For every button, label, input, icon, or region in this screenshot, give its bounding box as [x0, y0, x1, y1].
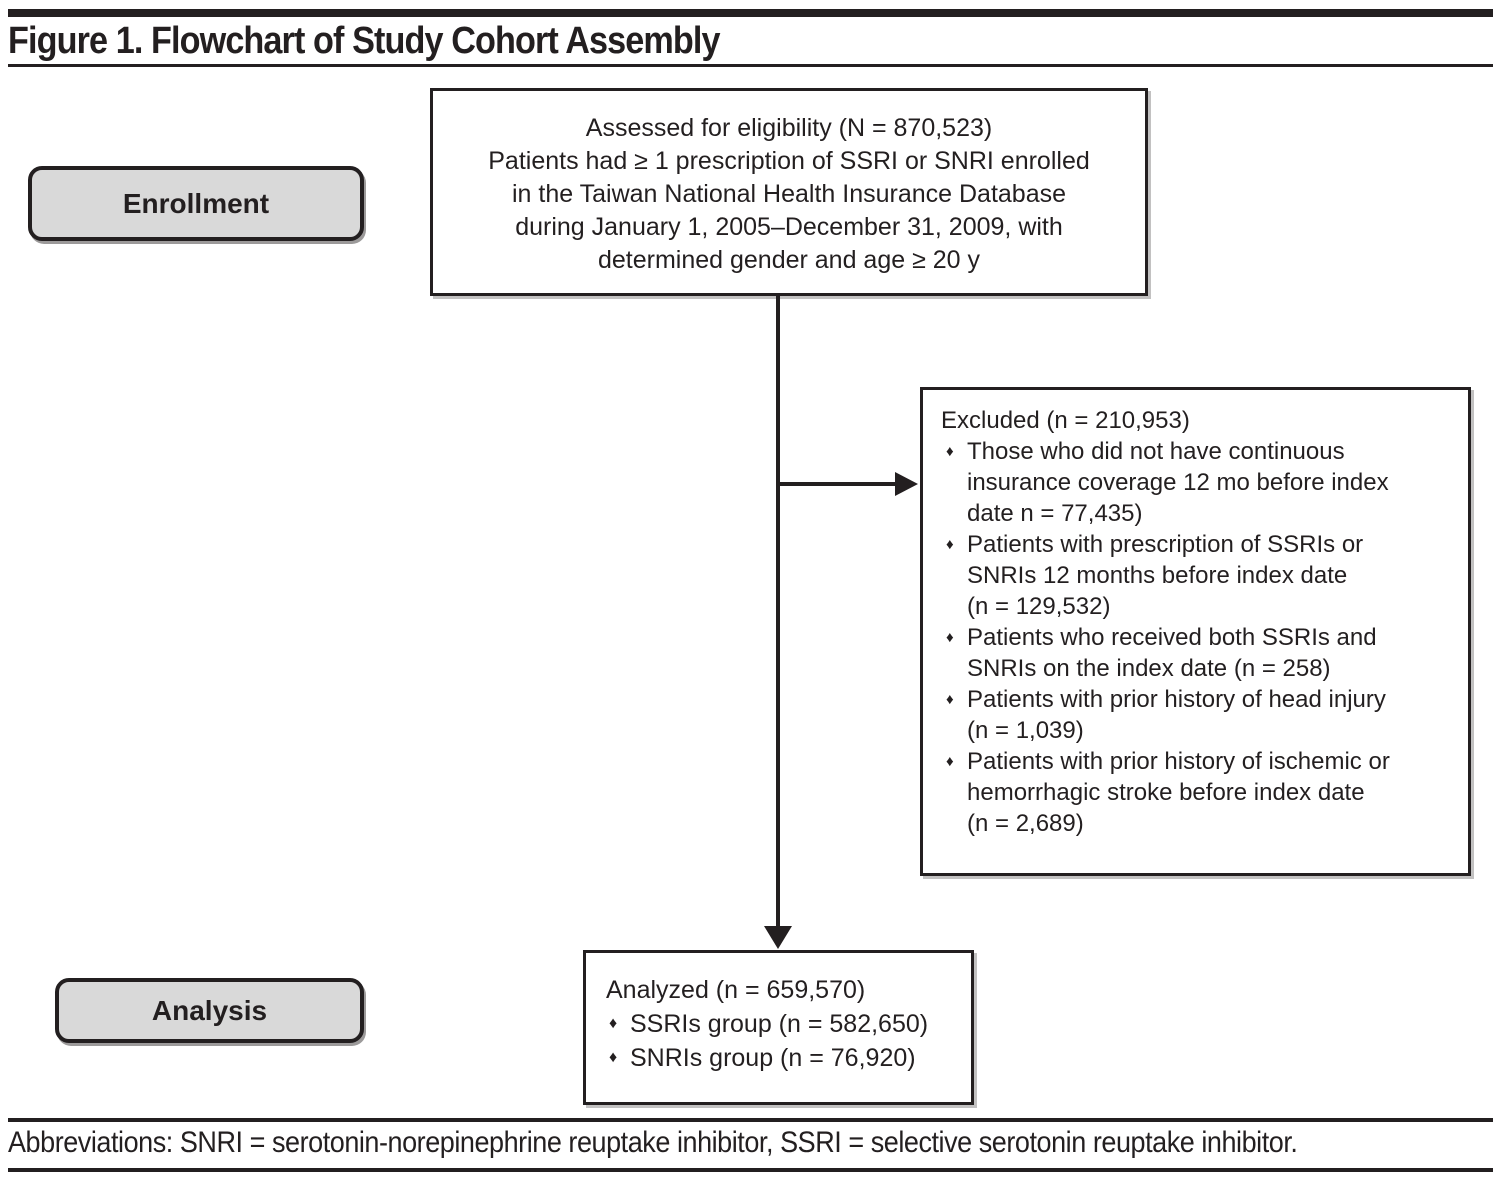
connector-vertical-line — [776, 295, 780, 930]
title-underline — [8, 64, 1493, 67]
excluded-item: ♦ Patients with prior history of head in… — [941, 684, 1422, 746]
excluded-heading: Excluded (n = 210,953) — [941, 407, 1190, 434]
diamond-bullet-icon: ♦ — [609, 1049, 618, 1066]
eligibility-line-2: Patients had ≥ 1 prescription of SSRI or… — [488, 147, 1090, 175]
diamond-bullet-icon: ♦ — [609, 1015, 618, 1032]
connector-horizontal-line — [778, 482, 898, 486]
stage-label-analysis: Analysis — [55, 978, 364, 1043]
excluded-box: Excluded (n = 210,953) ♦ Those who did n… — [920, 387, 1471, 876]
diamond-bullet-icon: ♦ — [946, 443, 954, 460]
analyzed-item-text: SSRIs group (n = 582,650) — [630, 1010, 929, 1038]
excluded-item: ♦ Patients with prior history of ischemi… — [941, 746, 1422, 839]
figure-top-bar — [8, 9, 1493, 17]
eligibility-line-1: Assessed for eligibility (N = 870,523) — [585, 114, 993, 142]
excluded-item: ♦ Those who did not have continuous insu… — [941, 436, 1422, 529]
figure-title: Figure 1. Flowchart of Study Cohort Asse… — [8, 20, 721, 62]
excluded-item: ♦ Patients with prescription of SSRIs or… — [941, 529, 1422, 622]
analyzed-item: ♦ SSRIs group (n = 582,650) — [606, 1007, 956, 1041]
arrow-right-icon — [895, 472, 918, 496]
arrow-down-icon — [764, 926, 792, 949]
excluded-item: ♦ Patients who received both SSRIs and S… — [941, 622, 1422, 684]
eligibility-line-4: during January 1, 2005–December 31, 2009… — [515, 213, 1063, 241]
analyzed-heading: Analyzed (n = 659,570) — [606, 976, 866, 1004]
excluded-item-text: Those who did not have continuous insura… — [967, 438, 1389, 527]
stage-label-enrollment: Enrollment — [28, 166, 364, 241]
analyzed-item-text: SNRIs group (n = 76,920) — [630, 1044, 916, 1072]
diamond-bullet-icon: ♦ — [946, 691, 954, 708]
stage-analysis-text: Analysis — [151, 994, 268, 1026]
excluded-item-text: Patients with prior history of head inju… — [967, 686, 1386, 744]
diamond-bullet-icon: ♦ — [946, 536, 954, 553]
abbreviations-note: Abbreviations: SNRI = serotonin-norepine… — [8, 1126, 1298, 1159]
excluded-item-text: Patients with prescription of SSRIs or S… — [967, 531, 1364, 620]
diamond-bullet-icon: ♦ — [946, 629, 954, 646]
footer-rule-bottom — [8, 1168, 1493, 1172]
excluded-item-text: Patients who received both SSRIs and SNR… — [967, 624, 1377, 682]
footer-rule-top — [8, 1118, 1493, 1122]
eligibility-line-5: determined gender and age ≥ 20 y — [597, 246, 981, 274]
analyzed-item: ♦ SNRIs group (n = 76,920) — [606, 1041, 956, 1075]
eligibility-box: Assessed for eligibility (N = 870,523) P… — [430, 88, 1148, 296]
excluded-item-text: Patients with prior history of ischemic … — [967, 748, 1390, 837]
eligibility-line-3: in the Taiwan National Health Insurance … — [511, 180, 1067, 208]
analyzed-box: Analyzed (n = 659,570) ♦ SSRIs group (n … — [583, 950, 974, 1105]
stage-enrollment-text: Enrollment — [122, 187, 270, 219]
diamond-bullet-icon: ♦ — [946, 753, 954, 770]
